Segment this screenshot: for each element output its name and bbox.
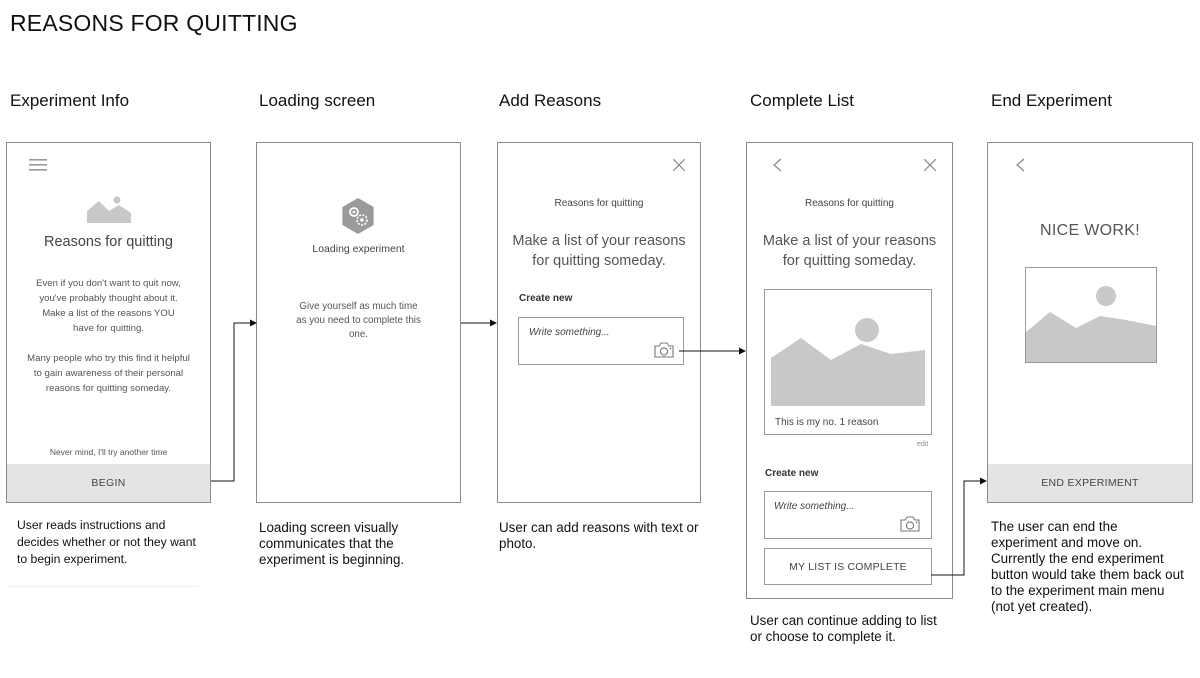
screen-experiment-info: Reasons for quitting Even if you don't w… xyxy=(6,142,211,503)
screen1-body-2: Many people who try this find it helpful… xyxy=(27,353,190,394)
camera-icon[interactable] xyxy=(653,341,675,359)
diagram-title: REASONS FOR QUITTING xyxy=(10,10,298,36)
menu-icon[interactable] xyxy=(29,158,47,172)
screen-end-experiment: NICE WORK! END EXPERIMENT xyxy=(987,142,1193,503)
create-new-label: Create new xyxy=(765,468,819,479)
column-title-add-reasons: Add Reasons xyxy=(499,91,602,110)
image-icon xyxy=(87,191,131,223)
begin-button[interactable]: BEGIN xyxy=(7,464,210,502)
create-new-input[interactable]: Write something... xyxy=(518,317,684,365)
arrow-complete-to-end xyxy=(931,477,987,576)
list-complete-button[interactable]: MY LIST IS COMPLETE xyxy=(764,548,932,585)
column-title-end-experiment: End Experiment xyxy=(991,91,1112,110)
input-placeholder: Write something... xyxy=(774,501,855,512)
gear-icon xyxy=(342,198,374,234)
end-image xyxy=(1025,267,1157,363)
caption-loading-screen: Loading screen visually communicates tha… xyxy=(259,520,405,567)
input-placeholder: Write something... xyxy=(529,327,610,338)
image-icon xyxy=(1026,286,1156,362)
reason-card-caption: This is my no. 1 reason xyxy=(775,417,879,428)
end-experiment-button[interactable]: END EXPERIMENT xyxy=(988,464,1192,502)
arrow-begin-to-loading xyxy=(211,319,257,482)
screen4-small-title: Reasons for quitting xyxy=(805,198,894,209)
caption-complete-list: User can continue adding to list or choo… xyxy=(750,613,937,644)
dismiss-link[interactable]: Never mind, I'll try another time xyxy=(49,447,168,457)
column-title-complete-list: Complete List xyxy=(750,91,854,110)
screen-complete-list: Reasons for quitting Make a list of your… xyxy=(746,142,953,599)
camera-icon[interactable] xyxy=(899,515,921,533)
screen3-small-title: Reasons for quitting xyxy=(554,198,644,209)
reason-card-image xyxy=(771,318,925,406)
column-title-loading-screen: Loading screen xyxy=(259,91,376,110)
loading-body: Give yourself as much time as you need t… xyxy=(296,301,421,340)
create-new-input[interactable]: Write something... xyxy=(764,491,932,539)
screen3-prompt: Make a list of your reasons for quitting… xyxy=(512,233,686,269)
column-title-experiment-info: Experiment Info xyxy=(10,91,130,110)
back-icon[interactable] xyxy=(773,158,782,172)
screen1-heading: Reasons for quitting xyxy=(44,234,173,250)
screen4-prompt: Make a list of your reasons for quitting… xyxy=(762,233,937,269)
screen-loading: Loading experiment Give yourself as much… xyxy=(256,142,461,503)
caption-experiment-info: User reads instructions and decides whet… xyxy=(17,518,196,566)
screen1-body-1: Even if you don't want to quit now, you'… xyxy=(36,278,181,334)
create-new-label: Create new xyxy=(519,293,573,304)
nice-work-heading: NICE WORK! xyxy=(1040,222,1140,239)
reason-card[interactable]: This is my no. 1 reason xyxy=(764,289,932,435)
caption-end-experiment: The user can end the experiment and move… xyxy=(991,519,1184,614)
loading-heading: Loading experiment xyxy=(312,243,405,255)
caption-add-reasons: User can add reasons with text or photo. xyxy=(499,520,699,551)
close-icon[interactable] xyxy=(924,159,936,171)
caption-divider xyxy=(8,586,198,587)
close-icon[interactable] xyxy=(673,159,685,171)
edit-link[interactable]: edit xyxy=(917,441,929,448)
screen-add-reasons: Reasons for quitting Make a list of your… xyxy=(497,142,701,503)
back-icon[interactable] xyxy=(1016,158,1025,172)
